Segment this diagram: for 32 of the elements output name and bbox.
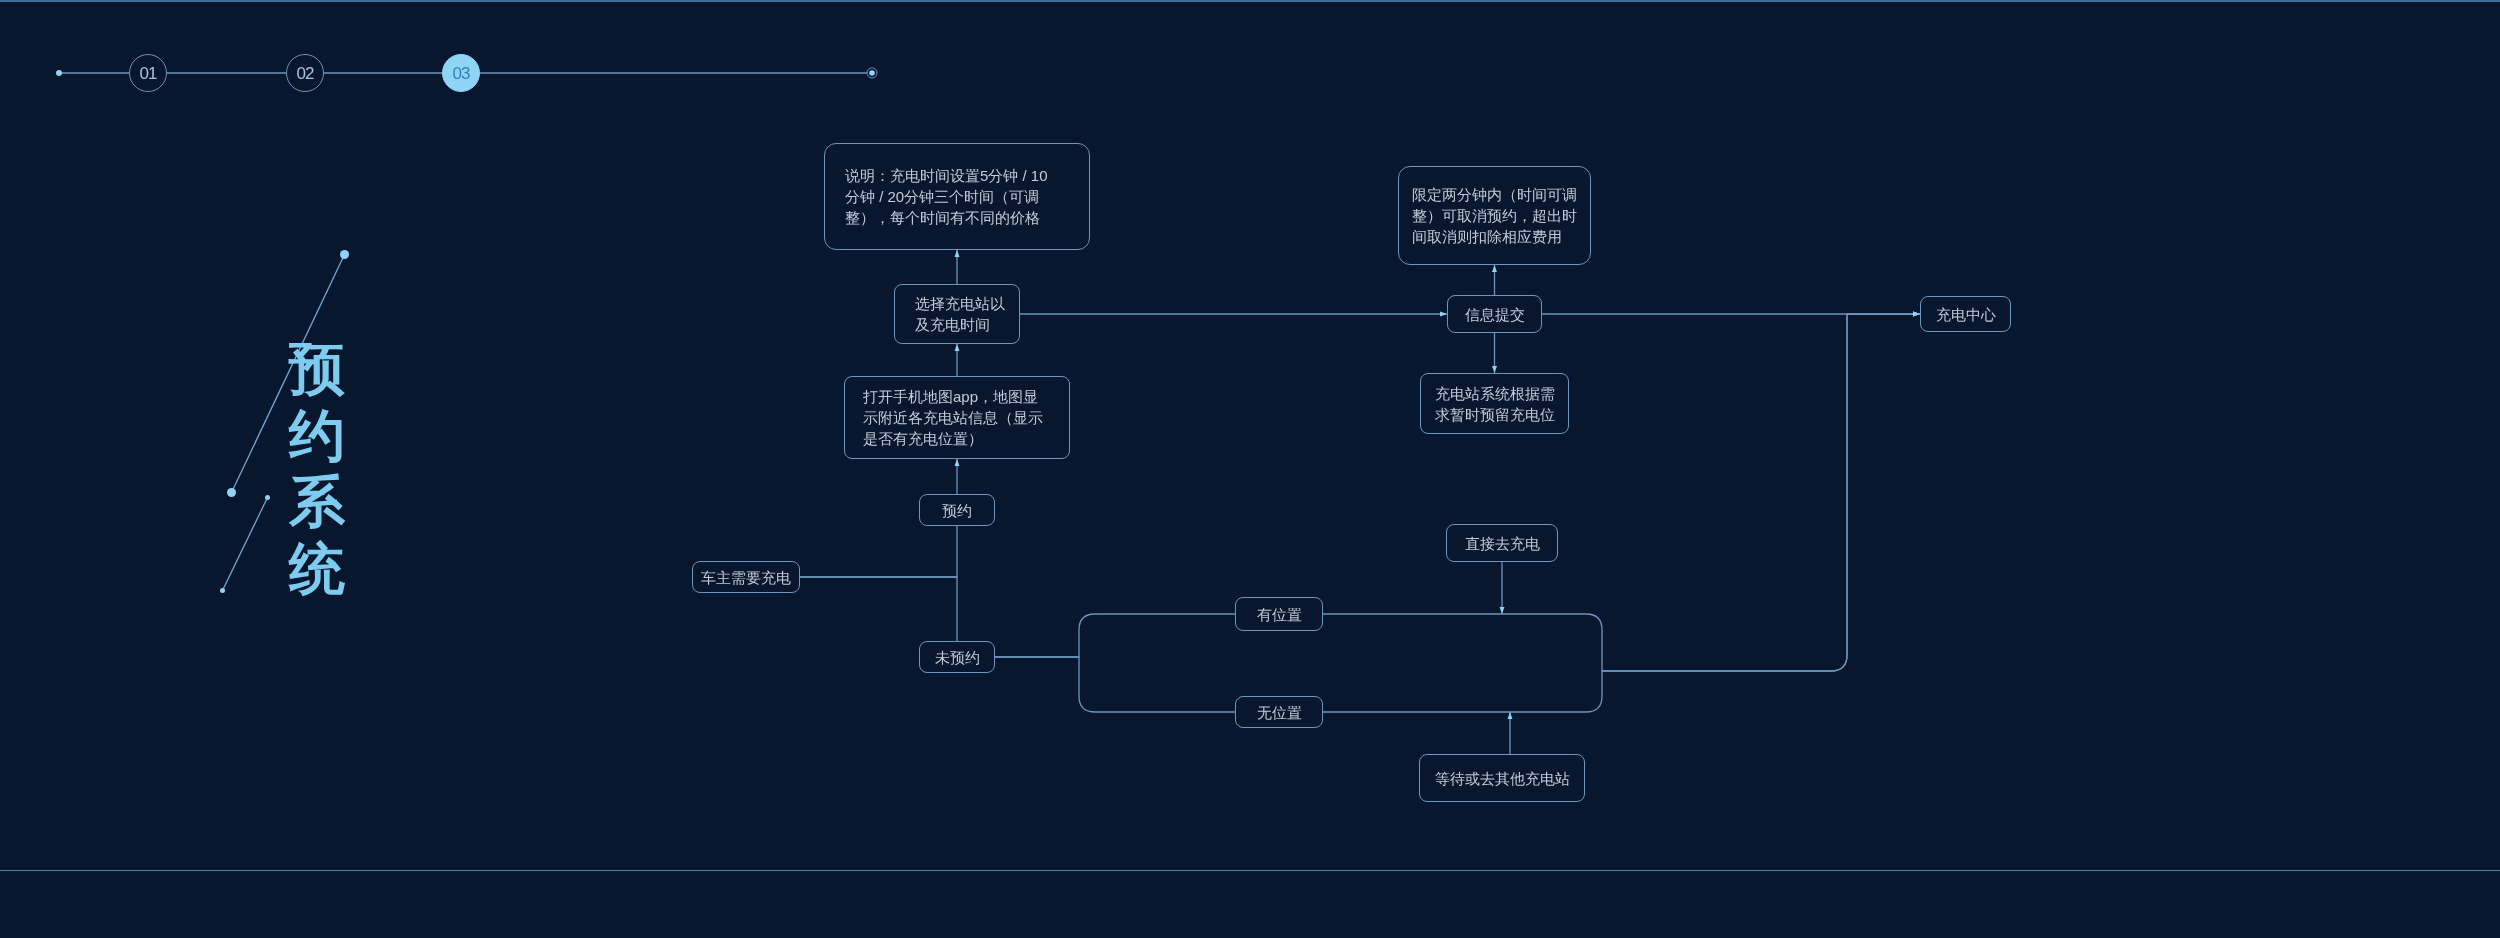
process-box: 打开手机地图app，地图显示附近各充电站信息（显示是否有充电位置） [844, 376, 1070, 459]
process-box: 充电站系统根据需求暂时预留充电位 [1420, 373, 1569, 434]
connector-line [56, 70, 130, 76]
arrow [1019, 311, 1448, 317]
process-box: 预约 [919, 494, 995, 526]
process-box: 有位置 [1235, 597, 1323, 631]
note-box: 说明：充电时间设置5分钟 / 10分钟 / 20分钟三个时间（可调整），每个时间有不同的价格 [824, 143, 1090, 250]
process-box: 信息提交 [1447, 295, 1542, 333]
step-circle: 03 [442, 54, 480, 92]
arrow [954, 249, 960, 285]
connector-line [799, 576, 958, 642]
arrow [954, 458, 960, 495]
process-box: 等待或去其他充电站 [1419, 754, 1585, 802]
arrow [954, 343, 960, 377]
step-circle: 02 [286, 54, 324, 92]
connector-line [166, 72, 287, 74]
note-box: 限定两分钟内（时间可调整）可取消预约，超出时间取消则扣除相应费用 [1398, 166, 1591, 265]
connector-line [323, 72, 443, 74]
arrow [1492, 332, 1497, 374]
arrow [1507, 711, 1513, 755]
step-circle: 01 [129, 54, 167, 92]
connector-line [479, 67, 878, 79]
process-box: 直接去充电 [1446, 524, 1558, 562]
connector-line [994, 656, 1236, 713]
process-box: 无位置 [1235, 696, 1323, 728]
arrow [1499, 561, 1505, 615]
arrow [1492, 264, 1497, 296]
process-box: 未预约 [919, 641, 995, 673]
title: 预约系统 [287, 336, 346, 602]
process-box: 车主需要充电 [692, 561, 800, 593]
process-box: 选择充电站以及充电时间 [894, 284, 1020, 344]
process-box: 充电中心 [1920, 296, 2011, 332]
